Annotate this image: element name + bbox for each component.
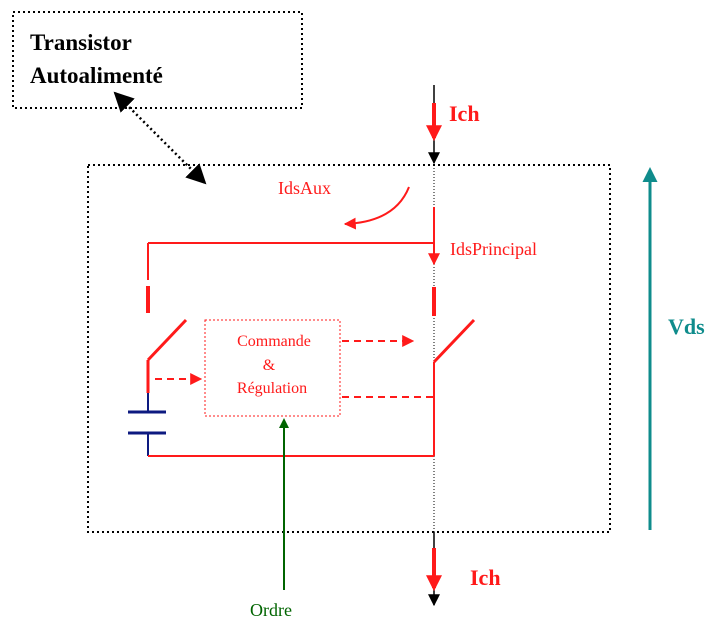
title-box xyxy=(12,11,303,109)
transistor-box xyxy=(87,164,611,533)
title-pointer-arrow xyxy=(113,91,207,185)
ich-bottom-label: Ich xyxy=(470,565,501,590)
aux-switch-blade xyxy=(146,318,188,362)
title-line-2: Autoalimenté xyxy=(30,63,163,88)
ordre-label: Ordre xyxy=(250,600,292,620)
control-block xyxy=(204,319,341,417)
title-line-1: Transistor xyxy=(30,30,132,55)
ids-aux-arrow xyxy=(343,186,410,230)
ids-aux-label: IdsAux xyxy=(278,178,331,198)
control-commande-label: Commande xyxy=(237,333,311,350)
main-switch-blade xyxy=(432,318,476,364)
ids-principal-label: IdsPrincipal xyxy=(450,239,537,259)
vds-label: Vds xyxy=(668,314,705,339)
ich-top-label: Ich xyxy=(449,101,480,126)
control-ampersand-label: & xyxy=(263,357,276,374)
control-regulation-label: Régulation xyxy=(237,380,307,397)
